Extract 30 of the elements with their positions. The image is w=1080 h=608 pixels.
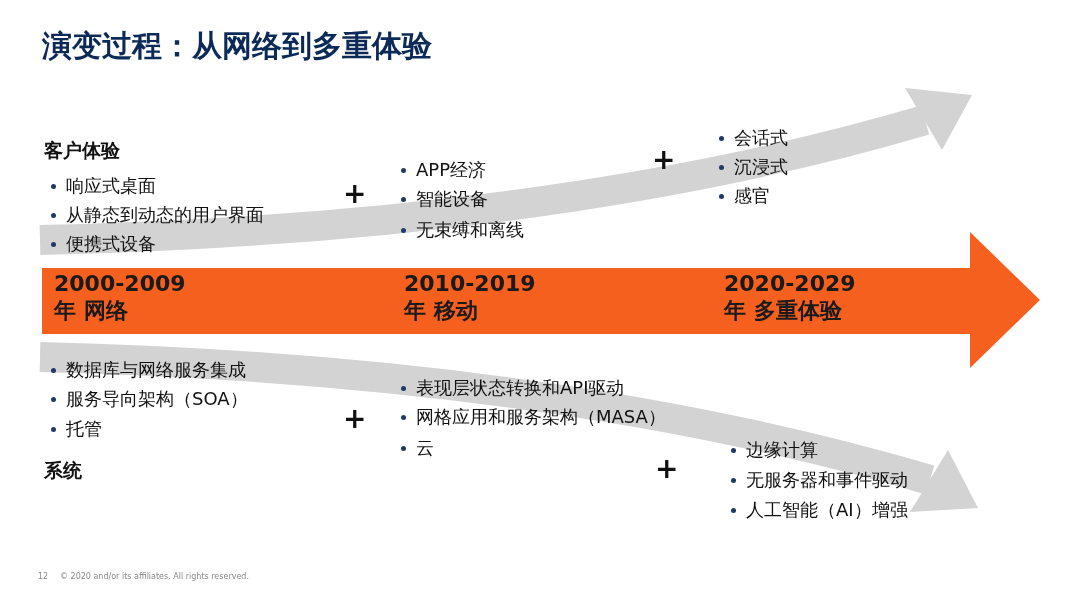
bullet-item: 响应式桌面: [48, 174, 156, 198]
plus-sign: +: [343, 180, 367, 208]
plus-sign: +: [343, 405, 367, 433]
era-label: 2000-2009年 网络: [54, 270, 187, 324]
slide-title: 演变过程：从网络到多重体验: [42, 27, 432, 65]
bullet-item: 会话式: [716, 126, 788, 150]
bullet-item: 无服务器和事件驱动: [728, 468, 908, 492]
section-heading: 系统: [44, 458, 82, 483]
bullet-item: 托管: [48, 417, 102, 441]
bullet-item: 便携式设备: [48, 232, 156, 256]
bullet-item: 智能设备: [398, 187, 488, 211]
bullet-item: 感官: [716, 184, 770, 208]
bullet-item: 网格应用和服务架构（MASA）: [398, 405, 666, 429]
page-number: 12: [38, 572, 49, 581]
era-label: 2020-2029年 多重体验: [724, 270, 857, 324]
plus-sign: +: [652, 146, 676, 174]
section-heading: 客户体验: [44, 138, 120, 163]
bullet-item: 从静态到动态的用户界面: [48, 203, 264, 227]
bullet-item: 云: [398, 436, 434, 460]
bullet-item: 沉浸式: [716, 155, 788, 179]
bullet-item: 数据库与网络服务集成: [48, 358, 246, 382]
bullet-item: APP经济: [398, 158, 487, 182]
footer-note: © 2020 and/or its affiliates. All rights reserved.: [60, 572, 249, 581]
bullet-item: 人工智能（AI）增强: [728, 498, 908, 522]
plus-sign: +: [655, 455, 679, 483]
bullet-item: 表现层状态转换和API驱动: [398, 376, 625, 400]
era-label: 2010-2019年 移动: [404, 270, 537, 324]
bullet-item: 服务导向架构（SOA）: [48, 387, 248, 411]
bullet-item: 边缘计算: [728, 438, 818, 462]
bullet-item: 无束缚和离线: [398, 218, 524, 242]
